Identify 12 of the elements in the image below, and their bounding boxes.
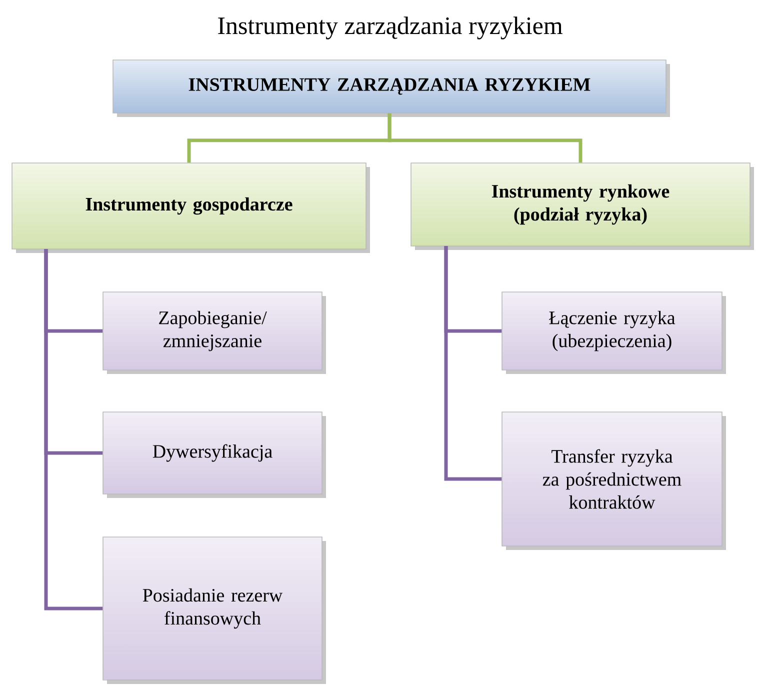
category-box: Instrumenty gospodarcze	[12, 162, 370, 253]
diagram-title: Instrumenty zarządzania ryzykiem	[218, 16, 562, 40]
instrument-box: Transfer ryzyka za pośrednictwem kontraktów	[502, 412, 726, 550]
category-box: Instrumenty rynkowe (podział ryzyka)	[410, 162, 754, 250]
instrument-box: Zapobieganie/ zmniejszanie	[102, 292, 326, 374]
root-box: INSTRUMENTY ZARZĄDZANIA RYZYKIEM	[112, 60, 670, 117]
connector-line	[44, 249, 103, 610]
connector-line	[388, 113, 582, 163]
instrument-box: Łączenie ryzyka (ubezpieczenia)	[502, 292, 726, 374]
connector-line	[444, 246, 502, 481]
instrument-box: Dywersyfikacja	[102, 412, 326, 498]
instrument-box: Posiadanie rezerw finansowych	[102, 536, 326, 684]
